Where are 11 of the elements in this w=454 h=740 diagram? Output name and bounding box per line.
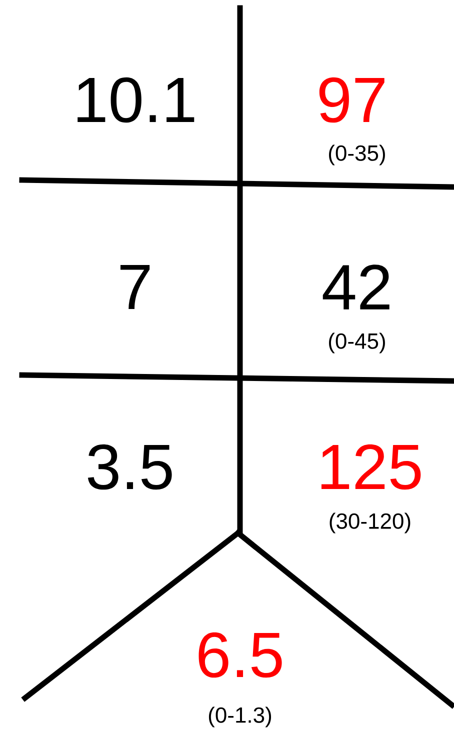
range-label: (0-1.3)	[208, 706, 272, 728]
value-label: 125	[321, 444, 421, 490]
value-label: 42	[322, 264, 390, 310]
range-label: (0-45)	[329, 332, 385, 354]
range-label: (30-120)	[330, 512, 410, 534]
value-label: 7	[120, 264, 150, 310]
value-label: 3.5	[88, 444, 172, 490]
value-label: 97	[319, 77, 384, 123]
range-label: (0-35)	[329, 144, 385, 166]
value-label: 6.5	[198, 632, 282, 678]
value-label: 10.1	[78, 77, 194, 123]
